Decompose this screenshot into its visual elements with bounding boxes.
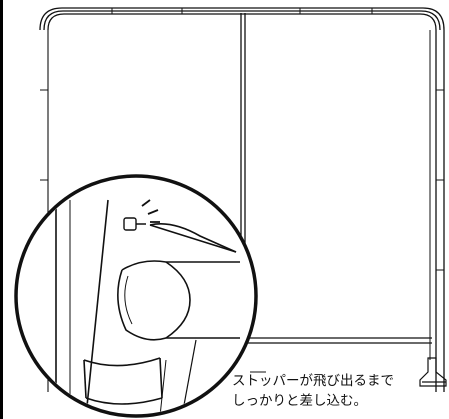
magnified-detail — [14, 174, 266, 418]
instruction-caption: ストッパーが飛び出るまで しっかりと差し込む。 — [232, 371, 449, 411]
left-border — [0, 0, 3, 419]
instruction-line-1: ストッパーが飛び出るまで — [232, 373, 394, 389]
click-mark — [141, 199, 151, 207]
right-foot — [419, 357, 447, 387]
stopper-button — [123, 217, 137, 231]
instruction-line-2: しっかりと差し込む。 — [232, 393, 367, 409]
detail-circle — [14, 174, 258, 418]
backdrop-banner — [39, 7, 445, 392]
